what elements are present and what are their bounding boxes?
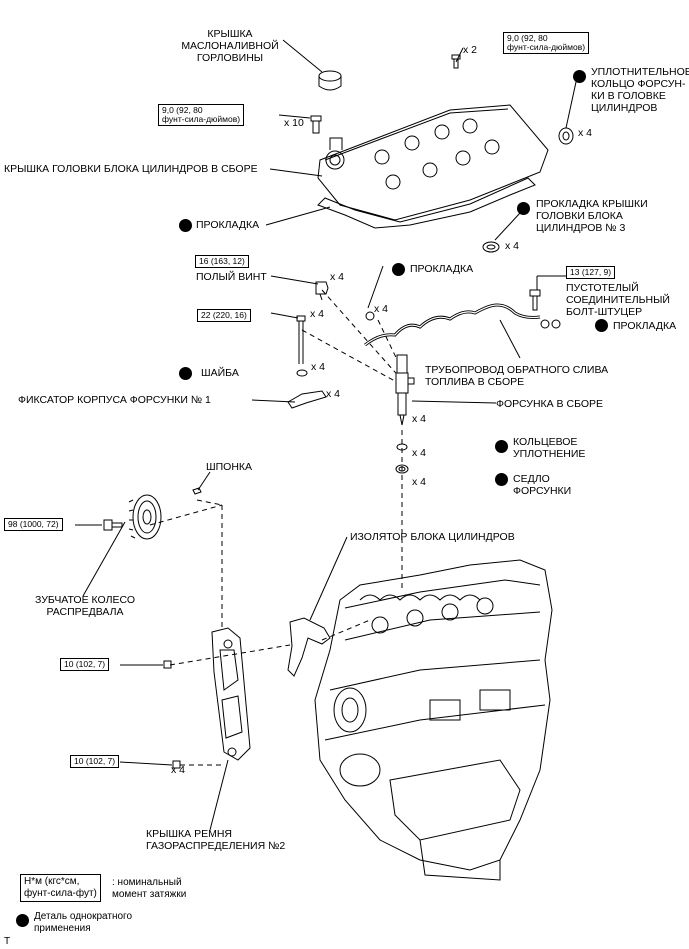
qty-return-gasket: x 4	[374, 303, 389, 315]
qty-hollow-screw: x 4	[330, 271, 345, 283]
torque-cover-b-box: 10 (102, 7)	[70, 755, 120, 768]
head-cover-assy-label: КРЫШКА ГОЛОВКИ БЛОКА ЦИЛИНДРОВ В СБОРЕ	[4, 163, 258, 175]
injector-seal-ring-label: УПЛОТНИТЕЛЬНОЕ КОЛЬЦО ФОРСУН- КИ В ГОЛОВ…	[591, 66, 689, 114]
injector-clamp-label: ФИКСАТОР КОРПУСА ФОРСУНКИ № 1	[18, 394, 211, 406]
non-reusable-marker	[495, 440, 508, 453]
injector-assy-label: ФОРСУНКА В СБОРЕ	[496, 398, 604, 410]
corner-mark: T	[4, 936, 11, 947]
head-cover-gasket-label: ПРОКЛАДКА	[196, 219, 260, 231]
union-gasket-label: ПРОКЛАДКА	[613, 320, 677, 332]
qty-bolt22: x 4	[310, 308, 325, 320]
qty-injector: x 4	[412, 413, 427, 425]
oil-filler-cap-label: КРЫШКА МАСЛОНАЛИВНОЙ ГОРЛОВИНЫ	[181, 28, 279, 64]
torque-top-box: 9,0 (92, 80 фунт-сила-дюймов)	[503, 32, 590, 54]
non-reusable-marker	[179, 367, 192, 380]
non-reusable-marker	[179, 219, 192, 232]
legend-torque-desc: : номинальный момент затяжки	[112, 877, 187, 900]
qty-top-bolt: x 2	[463, 44, 478, 56]
non-reusable-marker	[517, 202, 530, 215]
hollow-screw-label: ПОЛЫЙ ВИНТ	[196, 271, 267, 283]
torque-bolt22-box: 22 (220, 16)	[197, 309, 251, 322]
return-pipe-label: ТРУБОПРОВОД ОБРАТНОГО СЛИВА ТОПЛИВА В СБ…	[425, 364, 609, 388]
qty-cover-bolts: x 10	[284, 117, 304, 129]
head-insulator-label: ИЗОЛЯТОР БЛОКА ЦИЛИНДРОВ	[350, 531, 515, 543]
torque-left-box: 9,0 (92, 80 фунт-сила-дюймов)	[158, 104, 245, 126]
legend-non-reusable-marker	[16, 914, 29, 927]
legend-non-reusable-label: Деталь однократного применения	[34, 911, 133, 934]
torque-gear-box: 98 (1000, 72)	[4, 518, 63, 531]
torque-union-box: 13 (127, 9)	[566, 266, 616, 279]
head-cover-gasket-3-label: ПРОКЛАДКА КРЫШКИ ГОЛОВКИ БЛОКА ЦИЛИНДРОВ…	[536, 198, 648, 234]
qty-seal-ring: x 4	[578, 127, 593, 139]
torque-cover-a-box: 10 (102, 7)	[60, 658, 110, 671]
qty-o-ring: x 4	[412, 447, 427, 459]
key-label: ШПОНКА	[206, 461, 253, 473]
washer-label: ШАЙБА	[201, 367, 239, 379]
injector-seat-label: СЕДЛО ФОРСУНКИ	[513, 473, 572, 497]
qty-washer: x 4	[311, 361, 326, 373]
union-bolt-label: ПУСТОТЕЛЫЙ СОЕДИНИТЕЛЬНЫЙ БОЛТ-ШТУЦЕР	[566, 282, 670, 318]
legend-torque-units: Н*м (кгс*см, фунт-сила-фут)	[20, 874, 101, 902]
qty-clamp: x 4	[326, 388, 341, 400]
timing-cover-2-label: КРЫШКА РЕМНЯ ГАЗОРАСПРЕДЕЛЕНИЯ №2	[146, 828, 286, 852]
qty-gasket-3: x 4	[505, 240, 520, 252]
non-reusable-marker	[495, 473, 508, 486]
non-reusable-marker	[392, 263, 405, 276]
non-reusable-marker	[595, 319, 608, 332]
qty-cover-bolts-b: x 4	[171, 764, 186, 776]
o-ring-label: КОЛЬЦЕВОЕ УПЛОТНЕНИЕ	[513, 436, 586, 460]
non-reusable-marker	[573, 70, 586, 83]
return-gasket-label: ПРОКЛАДКА	[410, 263, 474, 275]
torque-hollow-box: 16 (163, 12)	[195, 255, 249, 268]
qty-seat: x 4	[412, 476, 427, 488]
camshaft-gear-label: ЗУБЧАТОЕ КОЛЕСО РАСПРЕДВАЛА	[35, 594, 135, 618]
